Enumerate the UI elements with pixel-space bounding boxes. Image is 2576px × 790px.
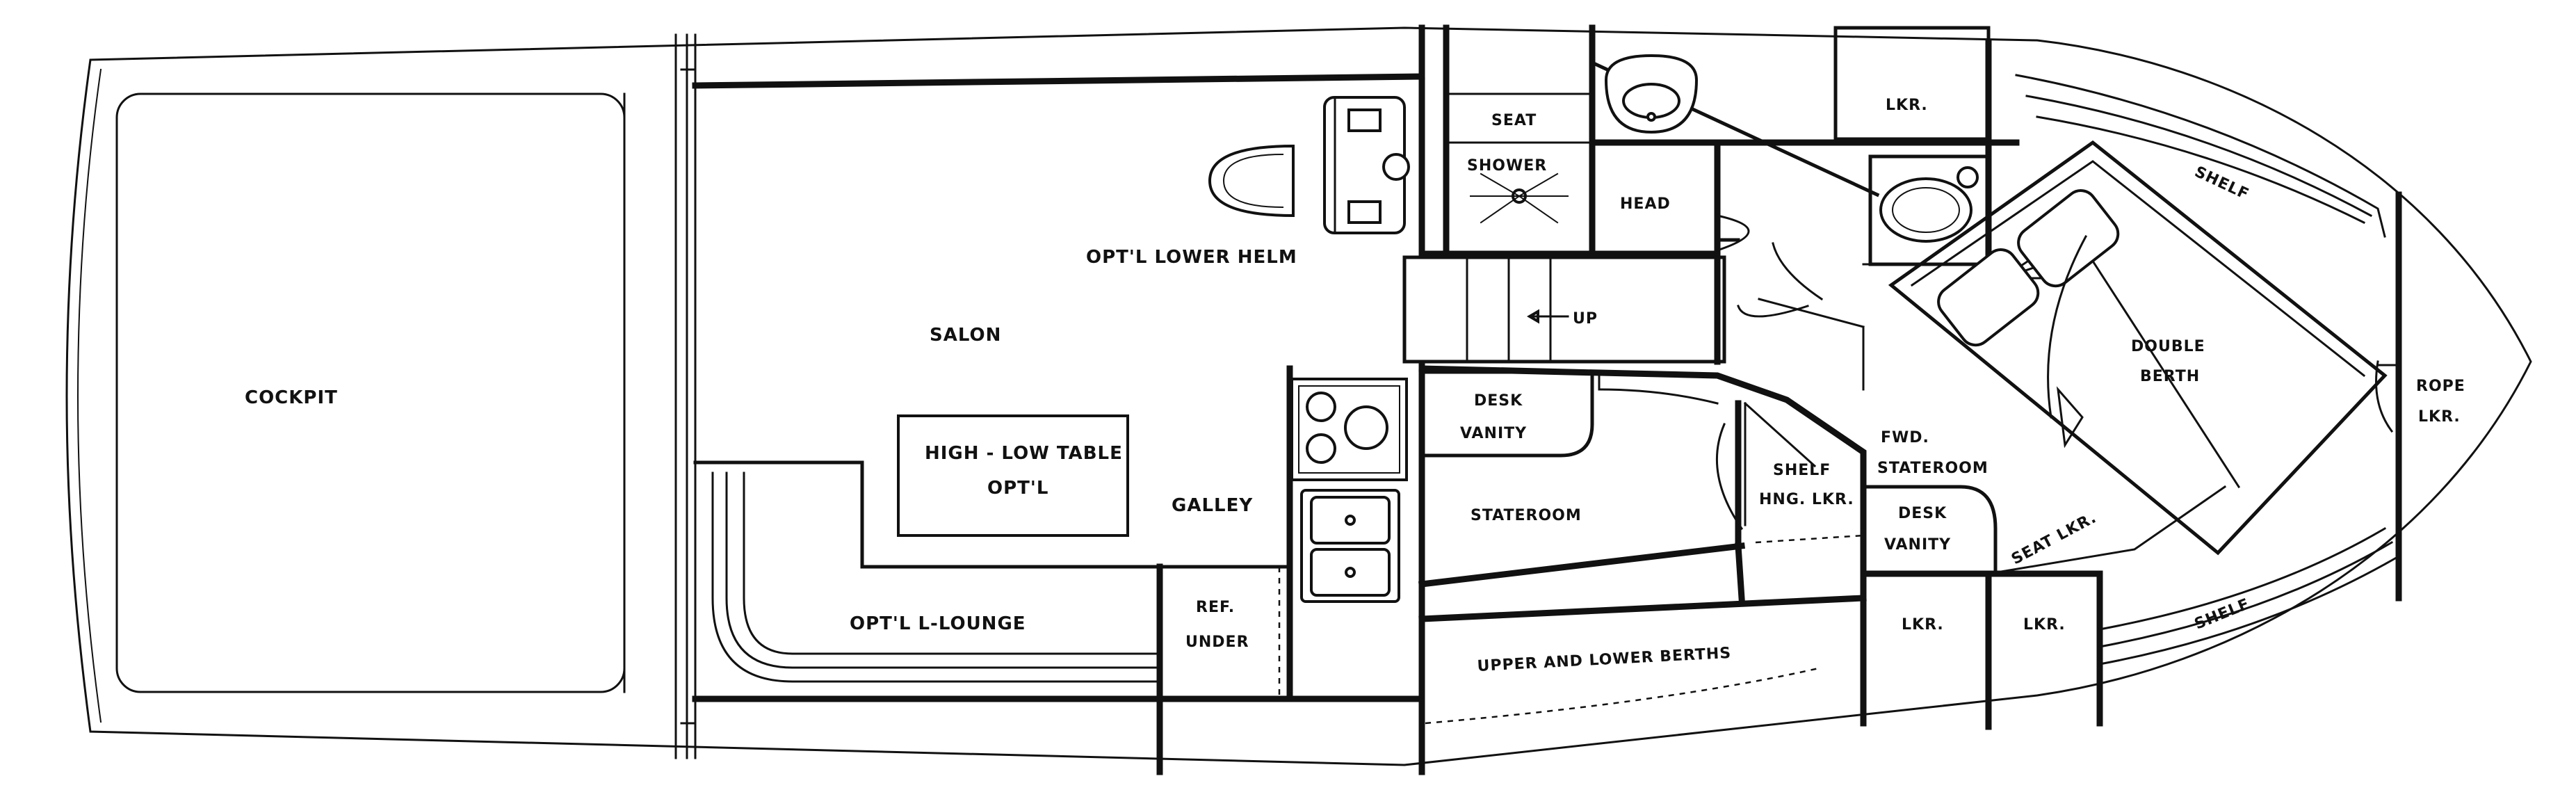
label-rope-lkr-line2: LKR. — [2418, 408, 2461, 426]
label-shelf-hng-line2: HNG. LKR. — [1759, 491, 1854, 508]
label-lounge: OPT'L L-LOUNGE — [850, 613, 1026, 634]
salon-walls — [692, 33, 1425, 759]
label-lower-helm: OPT'L LOWER HELM — [1086, 247, 1297, 268]
label-table-line1: HIGH - LOW TABLE — [925, 443, 1123, 464]
helm-station — [1208, 96, 1410, 234]
label-galley: GALLEY — [1172, 495, 1253, 516]
rope-locker — [2376, 191, 2402, 602]
cockpit — [115, 33, 695, 759]
label-shelf-top: SHELF — [2192, 163, 2251, 204]
label-cockpit: COCKPIT — [245, 387, 338, 408]
label-table-line2: OPT'L — [987, 478, 1048, 499]
label-shower: SHOWER — [1467, 157, 1547, 175]
label-ref-line2: UNDER — [1185, 634, 1249, 651]
double-berth — [1888, 140, 2394, 556]
label-lkr-bottom-1: LKR. — [1902, 616, 1944, 634]
label-lkr-top: LKR. — [1886, 97, 1928, 114]
label-salon: SALON — [930, 325, 1001, 346]
label-ref-line1: REF. — [1196, 599, 1235, 616]
label-desk-vanity-line2: VANITY — [1460, 425, 1527, 442]
companionway-stairs — [1402, 255, 1726, 364]
label-fwd-desk-line2: VANITY — [1884, 536, 1951, 554]
label-shelf-hng-line1: SHELF — [1773, 462, 1831, 479]
head — [1589, 24, 2020, 365]
upper-lockers — [1833, 26, 1992, 268]
forward-shelves — [2015, 74, 2401, 666]
label-lkr-bottom-2: LKR. — [2023, 616, 2066, 634]
label-up: UP — [1573, 310, 1598, 328]
label-upper-lower-berths: UPPER AND LOWER BERTHS — [1477, 645, 1732, 675]
high-low-table — [897, 414, 1129, 537]
label-double-berth-line2: BERTH — [2140, 368, 2200, 385]
label-fwd-stateroom-line1: FWD. — [1881, 429, 1929, 446]
label-head: HEAD — [1620, 195, 1671, 213]
label-seat-lkr: SEAT LKR. — [2009, 509, 2100, 568]
hull-outline — [65, 26, 2532, 766]
label-fwd-stateroom-line2: STATEROOM — [1877, 460, 1988, 477]
label-stateroom: STATEROOM — [1471, 507, 1582, 524]
label-double-berth-line1: DOUBLE — [2131, 338, 2205, 355]
label-seat: SEAT — [1491, 112, 1537, 129]
galley — [1156, 365, 1408, 775]
label-desk-vanity-line1: DESK — [1474, 392, 1523, 410]
label-fwd-desk-line1: DESK — [1898, 505, 1947, 522]
label-rope-lkr-line1: ROPE — [2416, 378, 2465, 395]
